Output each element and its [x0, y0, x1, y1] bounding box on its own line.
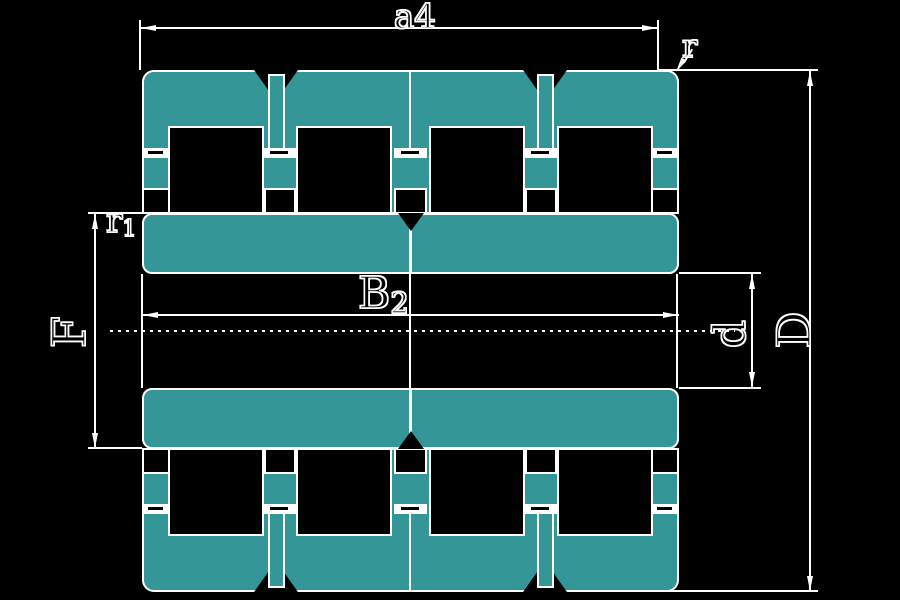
joint-rib	[268, 510, 285, 588]
roller	[296, 126, 392, 214]
dimension-arrow	[807, 71, 813, 86]
dimension-arrow	[92, 214, 98, 229]
extension-line	[88, 447, 142, 449]
dim-line-F	[94, 213, 96, 449]
dimension-arrow	[642, 25, 657, 31]
extension-line	[657, 20, 659, 70]
inner-ring-lower-left	[142, 388, 411, 449]
cage-pocket	[525, 448, 557, 474]
spacer-strip	[142, 504, 170, 514]
inner-ring-upper-right	[410, 213, 679, 274]
inner-ring-lower-right	[410, 388, 679, 449]
dim-line-B2	[142, 314, 679, 316]
cage-pocket	[394, 448, 427, 474]
dimension-arrow	[92, 433, 98, 448]
dim-line-D	[809, 70, 811, 592]
center-split-line	[409, 508, 411, 592]
roller	[429, 126, 525, 214]
roller	[296, 448, 392, 536]
cage-pocket	[264, 188, 296, 214]
cage-pocket	[142, 188, 170, 214]
extension-line	[679, 272, 761, 274]
dimension-arrow	[143, 312, 158, 318]
joint-rib	[268, 74, 285, 152]
spacer-strip	[394, 148, 427, 158]
dimension-arrow	[141, 25, 156, 31]
dim-label-r1: r1	[105, 201, 137, 243]
dimension-arrow	[749, 274, 755, 289]
spacer-strip	[651, 148, 679, 158]
spacer-strip	[264, 504, 296, 514]
extension-line	[658, 69, 818, 71]
spacer-strip	[525, 504, 557, 514]
roller	[168, 448, 264, 536]
cage-pocket	[651, 188, 679, 214]
roller	[168, 126, 264, 214]
extension-line	[679, 387, 761, 389]
dim-label-D: D	[766, 311, 821, 349]
joint-rib	[537, 510, 554, 588]
roller	[557, 448, 653, 536]
spacer-strip	[142, 148, 170, 158]
dim-line-a4	[140, 27, 658, 29]
extension-line	[139, 20, 141, 70]
dim-line-d	[751, 273, 753, 389]
spacer-strip	[651, 504, 679, 514]
cage-pocket	[142, 448, 170, 474]
roller	[557, 126, 653, 214]
extension-line	[658, 590, 818, 592]
spacer-strip	[525, 148, 557, 158]
dimension-arrow	[749, 372, 755, 387]
dimension-arrow	[663, 312, 678, 318]
dim-label-B2: B2	[357, 268, 409, 321]
cage-pocket	[264, 448, 296, 474]
cage-pocket	[394, 188, 427, 214]
cage-pocket	[525, 188, 557, 214]
dim-label-d: d	[704, 319, 756, 349]
dimension-arrow	[807, 576, 813, 591]
roller	[429, 448, 525, 536]
joint-rib	[537, 74, 554, 152]
cage-pocket	[651, 448, 679, 474]
center-split-line	[409, 70, 411, 154]
extension-line	[88, 212, 142, 214]
dim-label-r: r	[681, 27, 698, 65]
centerline	[110, 330, 735, 332]
spacer-strip	[264, 148, 296, 158]
inner-ring-upper-left	[142, 213, 411, 274]
spacer-strip	[394, 504, 427, 514]
dimension-arrow	[673, 57, 687, 74]
dim-label-a4: a4	[393, 0, 436, 37]
dim-label-F: F	[41, 315, 96, 348]
